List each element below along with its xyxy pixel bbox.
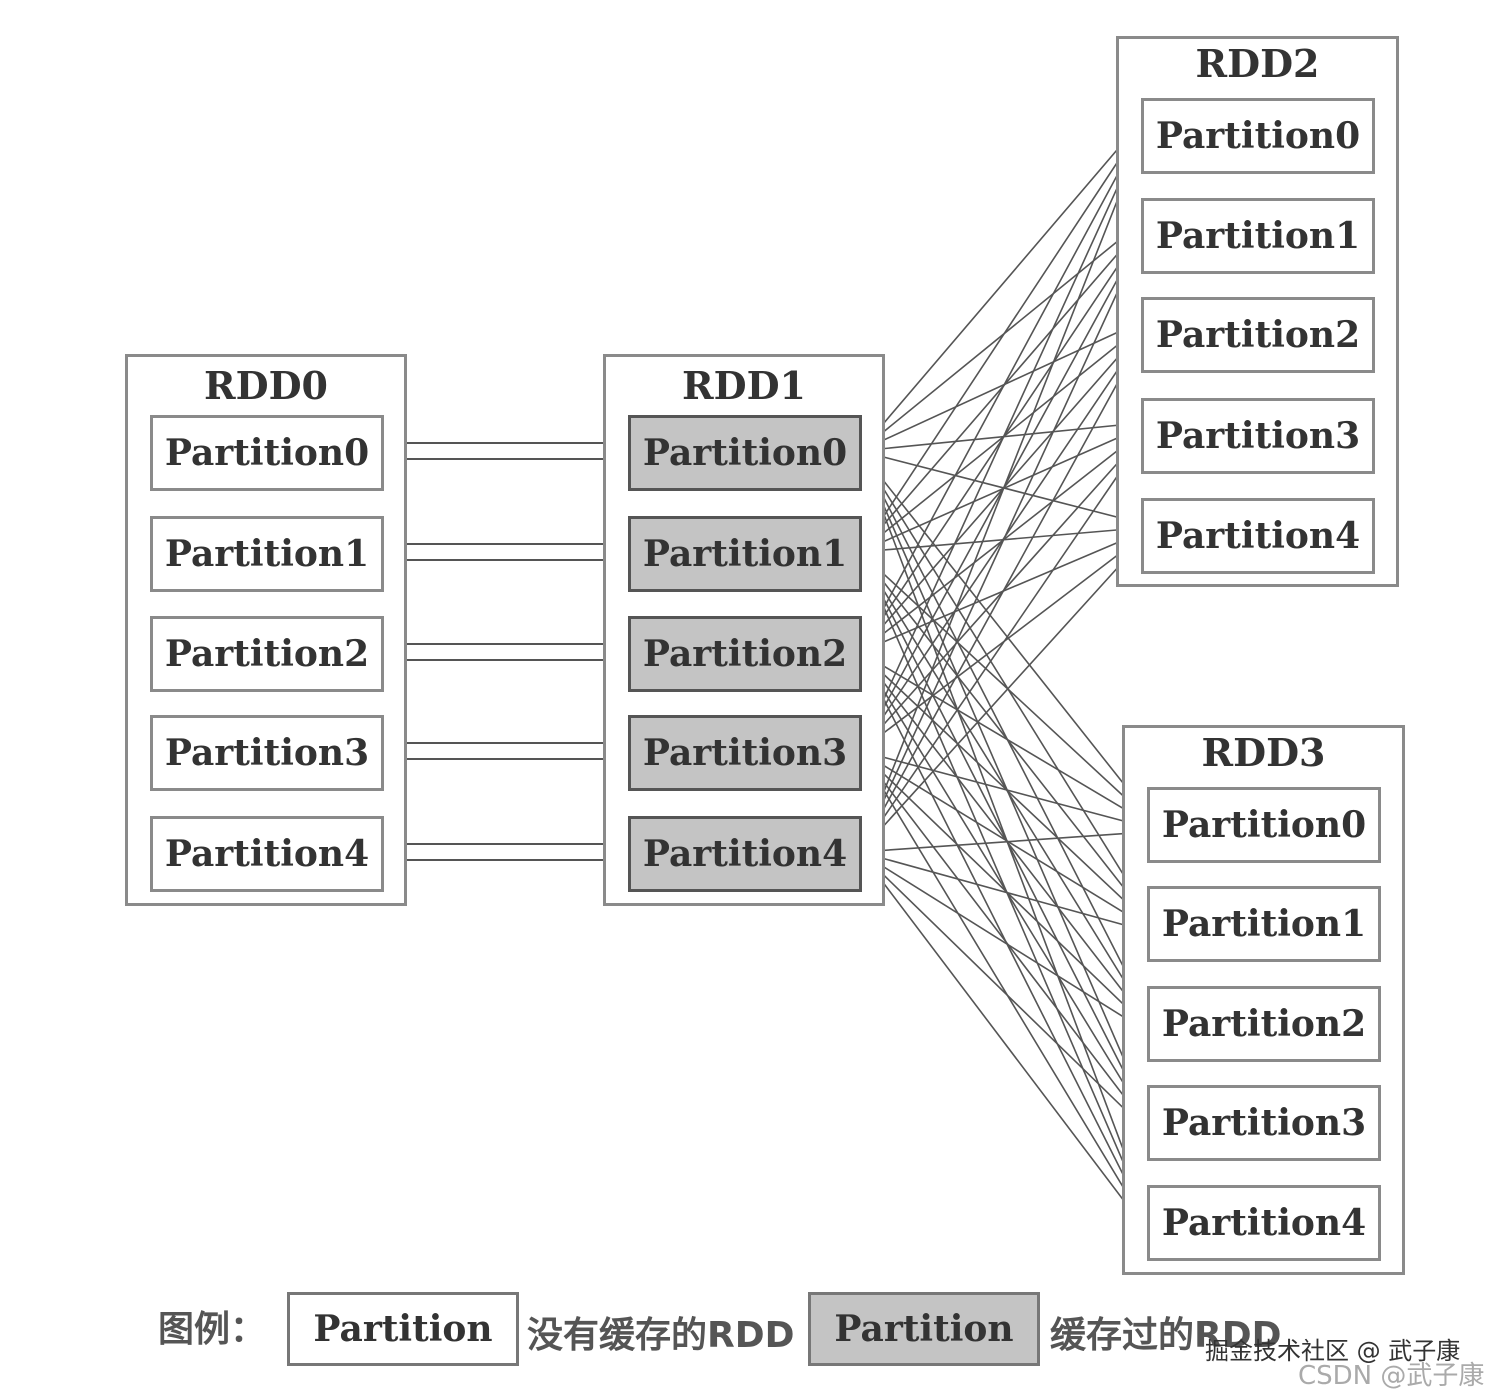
rdd2-container: RDD2 Partition0 Partition1 Partition2 Pa… (1116, 36, 1399, 587)
rdd1-to-rdd2-edge (859, 237, 1141, 752)
legend-cached-text: 缓存过的RDD (1050, 1315, 1282, 1356)
rdd2-partition2: Partition2 (1141, 297, 1375, 373)
rdd0-partition2: Partition2 (150, 616, 384, 692)
rdd1-to-rdd3-edge (859, 651, 1147, 1121)
legend-uncached-box: Partition (287, 1292, 519, 1366)
rdd1-to-rdd3-edge (859, 750, 1147, 1126)
rdd1-to-rdd2-edge (859, 537, 1141, 752)
rdd1-to-rdd3-edge (859, 651, 1147, 1221)
rdd2-title: RDD2 (1195, 41, 1320, 86)
rdd1-to-rdd3-edge (859, 551, 1147, 1116)
rdd1-to-rdd2-edge (859, 542, 1141, 853)
rdd0-container: RDD0 Partition0 Partition1 Partition2 Pa… (125, 354, 407, 906)
rdd3-partition3: Partition3 (1147, 1085, 1381, 1161)
rdd0-partition1: Partition1 (150, 516, 384, 592)
rdd1-to-rdd2-edge (859, 442, 1141, 853)
rdd2-partition4: Partition4 (1141, 498, 1375, 574)
rdd1-to-rdd3-edge (859, 450, 1147, 1111)
rdd1-partition0: Partition0 (628, 415, 862, 491)
rdd1-to-rdd2-edge (859, 427, 1141, 553)
rdd1-to-rdd3-edge (859, 651, 1147, 823)
rdd1-to-rdd2-edge (859, 532, 1141, 653)
rdd2-partition3: Partition3 (1141, 398, 1375, 474)
rdd1-to-rdd3-edge (859, 750, 1147, 828)
rdd2-partition1: Partition1 (1141, 198, 1375, 274)
rdd1-to-rdd3-edge (859, 551, 1147, 917)
rdd0-title: RDD0 (204, 363, 328, 408)
rdd0-partition3: Partition3 (150, 715, 384, 791)
rdd1-title: RDD1 (682, 363, 806, 408)
rdd1-to-rdd3-edge (859, 831, 1147, 853)
rdd1-partition3: Partition3 (628, 715, 862, 791)
watermark-line1: 掘金技术社区 @ 武子康 (1205, 1337, 1461, 1365)
rdd1-to-rdd3-edge (859, 750, 1147, 1226)
rdd1-to-rdd3-edge (859, 651, 1147, 922)
rdd1-to-rdd2-edge (859, 232, 1141, 653)
rdd1-to-rdd2-edge (859, 341, 1141, 853)
rdd1-to-rdd2-edge (859, 326, 1141, 553)
rdd1-to-rdd2-edge (859, 132, 1141, 653)
rdd1-to-rdd3-edge (859, 551, 1147, 1017)
rdd1-to-rdd3-edge (859, 651, 1147, 1022)
rdd1-partition2: Partition2 (628, 616, 862, 692)
rdd3-partition1: Partition1 (1147, 886, 1381, 962)
rdd1-to-rdd3-edge (859, 450, 1147, 813)
rdd1-to-rdd2-edge (859, 336, 1141, 752)
rdd1-to-rdd3-edge (859, 551, 1147, 1216)
legend-uncached-text: 没有缓存的RDD (527, 1315, 795, 1356)
rdd1-to-rdd2-edge (859, 527, 1141, 553)
rdd1-to-rdd3-edge (859, 450, 1147, 912)
rdd1-to-rdd3-edge (859, 450, 1147, 1211)
rdd1-to-rdd2-edge (859, 437, 1141, 752)
legend-title: 图例： (158, 1309, 267, 1350)
rdd1-to-rdd2-edge (859, 142, 1141, 853)
rdd1-to-rdd2-edge (859, 331, 1141, 653)
rdd3-title: RDD3 (1201, 730, 1326, 775)
rdd1-to-rdd2-edge (859, 122, 1141, 452)
rdd2-partition0: Partition0 (1141, 98, 1375, 174)
rdd1-to-rdd2-edge (859, 222, 1141, 452)
rdd1-to-rdd3-edge (859, 750, 1147, 1027)
rdd1-to-rdd3-edge (859, 750, 1147, 927)
rdd3-container: RDD3 Partition0 Partition1 Partition2 Pa… (1122, 725, 1405, 1275)
rdd3-partition4: Partition4 (1147, 1185, 1381, 1261)
rdd1-partition1: Partition1 (628, 516, 862, 592)
rdd1-to-rdd2-edge (859, 137, 1141, 752)
watermark-line2: CSDN @武子康 (1298, 1361, 1485, 1391)
rdd0-partition4: Partition4 (150, 816, 384, 892)
rdd1-to-rdd3-edge (859, 450, 1147, 1012)
rdd1-to-rdd3-edge (859, 551, 1147, 818)
rdd1-to-rdd2-edge (859, 242, 1141, 853)
rdd1-to-rdd3-edge (859, 851, 1147, 1131)
rdd1-to-rdd2-edge (859, 432, 1141, 653)
legend-cached-box: Partition (808, 1292, 1040, 1366)
rdd1-to-rdd3-edge (859, 851, 1147, 932)
rdd0-partition0: Partition0 (150, 415, 384, 491)
rdd3-partition0: Partition0 (1147, 787, 1381, 863)
rdd1-partition4: Partition4 (628, 816, 862, 892)
rdd3-partition2: Partition2 (1147, 986, 1381, 1062)
rdd1-to-rdd3-edge (859, 851, 1147, 1231)
rdd1-container: RDD1 Partition0 Partition1 Partition2 Pa… (603, 354, 885, 906)
rdd1-to-rdd3-edge (859, 851, 1147, 1032)
rdd1-to-rdd2-edge (859, 227, 1141, 553)
rdd1-to-rdd2-edge (859, 127, 1141, 553)
